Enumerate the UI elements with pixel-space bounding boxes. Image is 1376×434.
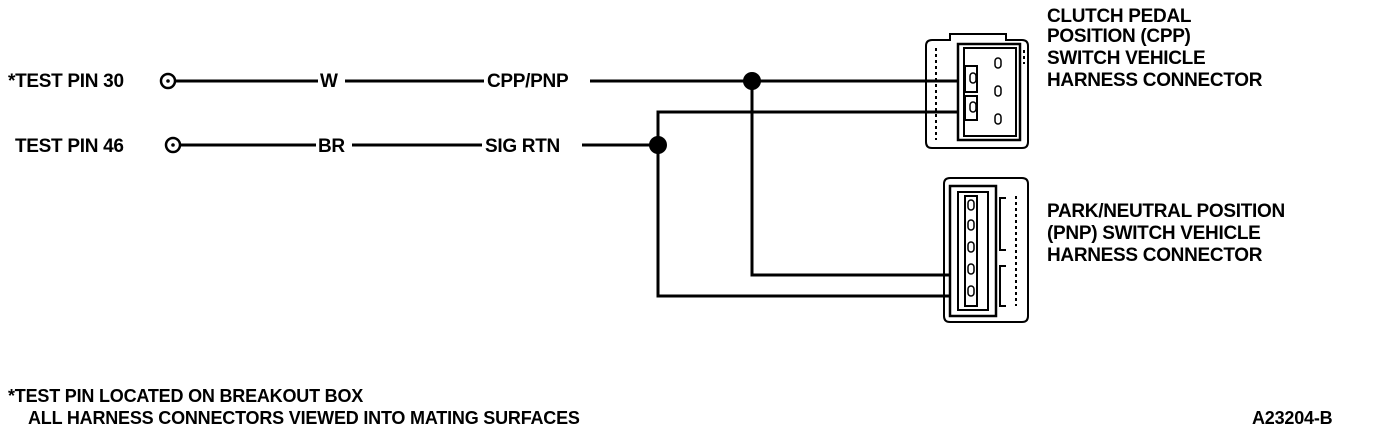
cpp-label-line-4: HARNESS CONNECTOR (1047, 70, 1263, 91)
pnp-connector (943, 177, 1029, 323)
pnp-label-line-2: (PNP) SWITCH VEHICLE (1047, 223, 1261, 244)
cpp-label-line-2: POSITION (CPP) (1047, 26, 1191, 47)
cpp-connector (925, 33, 1029, 149)
wire-cpp-pnp-to-pnp (750, 81, 960, 277)
wire-sig-rtn-to-cpp (656, 110, 960, 145)
wire-color-w: W (320, 71, 338, 92)
test-pin-30-label: *TEST PIN 30 (8, 71, 124, 92)
cpp-label-line-1: CLUTCH PEDAL (1047, 6, 1192, 27)
wire-sig-rtn-to-pnp (656, 145, 960, 298)
cpp-label-line-3: SWITCH VEHICLE (1047, 48, 1205, 69)
figure-id: A23204-B (1252, 408, 1333, 428)
test-pin-46-terminal (164, 136, 182, 154)
test-pin-46-label: TEST PIN 46 (15, 136, 124, 157)
circuit-cpp-pnp: CPP/PNP (487, 71, 569, 92)
test-pin-30-terminal (159, 72, 177, 90)
note-test-pin: *TEST PIN LOCATED ON BREAKOUT BOX (8, 386, 363, 406)
wire-color-br: BR (318, 136, 345, 157)
note-harness-connectors: ALL HARNESS CONNECTORS VIEWED INTO MATIN… (28, 408, 580, 428)
circuit-sig-rtn: SIG RTN (485, 136, 560, 157)
pnp-label-line-1: PARK/NEUTRAL POSITION (1047, 201, 1285, 222)
pnp-label-line-3: HARNESS CONNECTOR (1047, 245, 1263, 266)
